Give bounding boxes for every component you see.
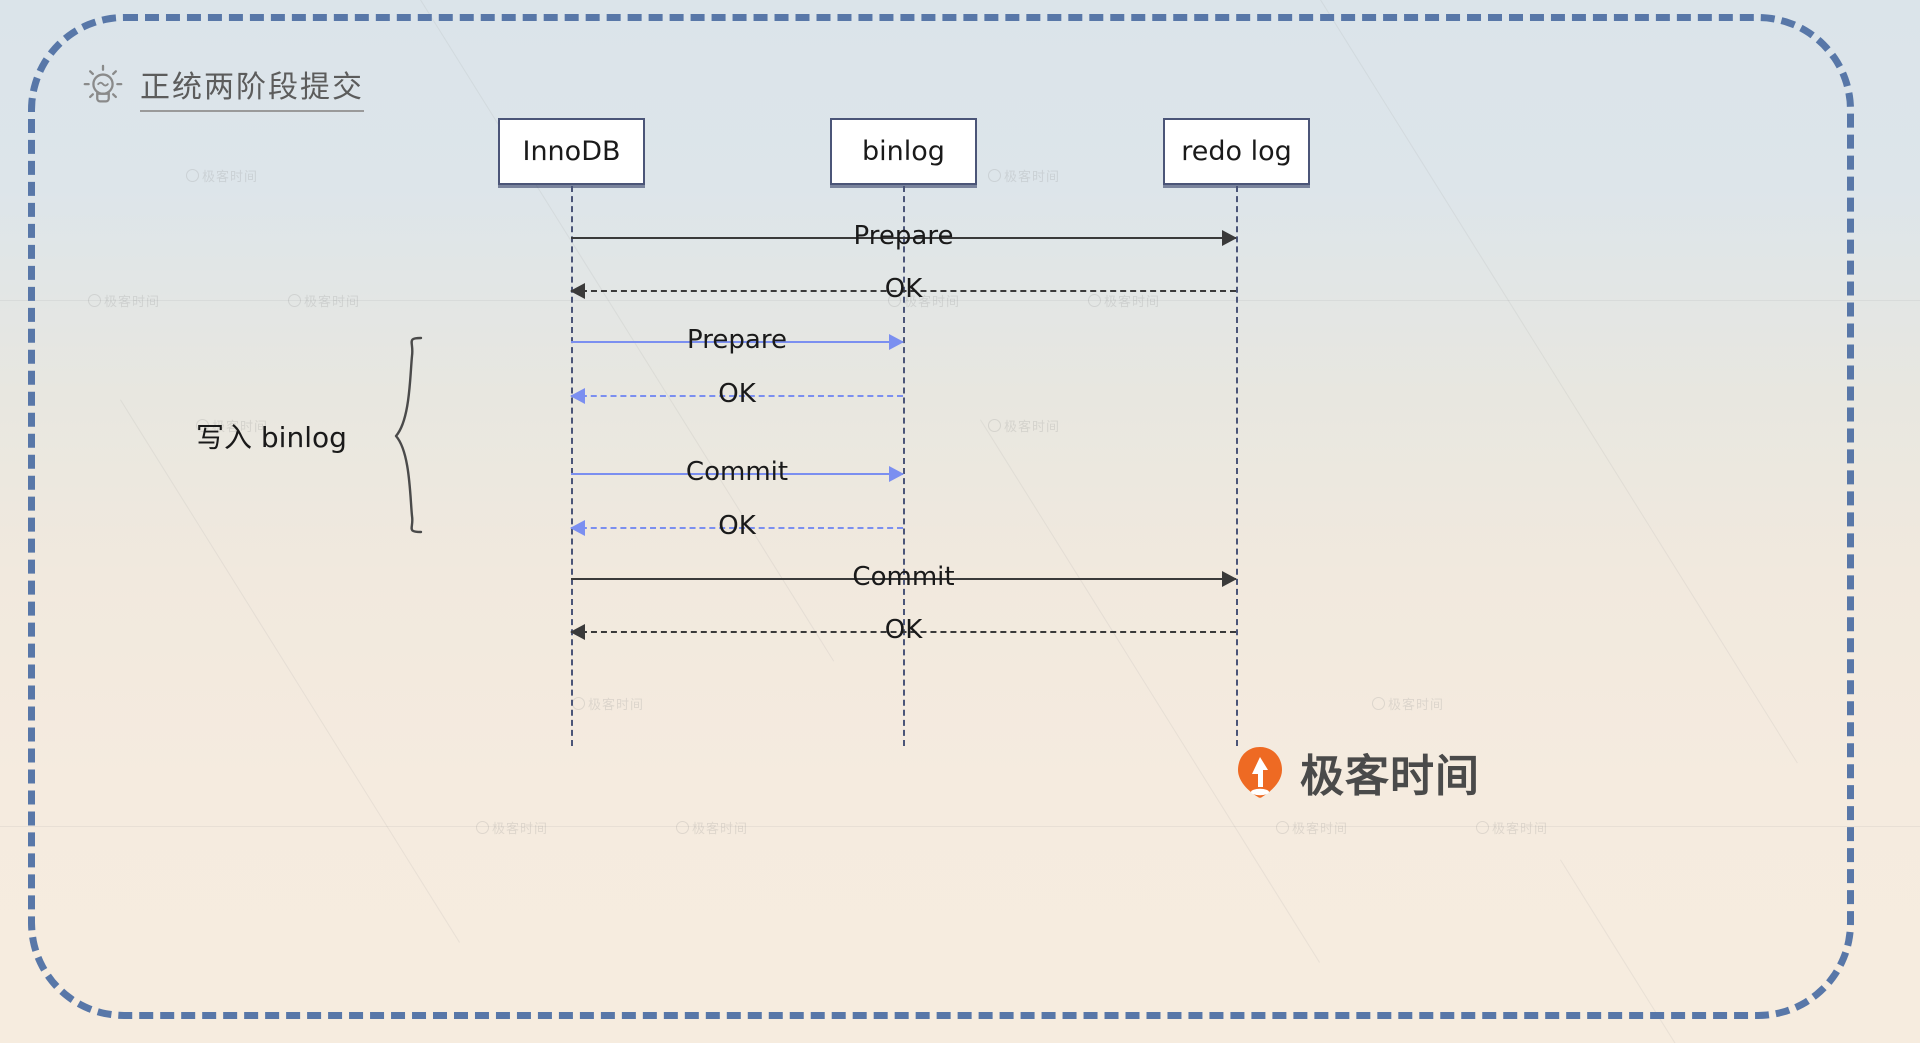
message-label: Prepare [853, 221, 954, 251]
message-line [571, 341, 903, 343]
message-label: OK [884, 615, 923, 645]
arrowhead-left [570, 283, 585, 299]
background-hairline [1560, 859, 1720, 1043]
lightbulb-icon [83, 64, 123, 103]
watermark: 极客时间 [88, 291, 160, 310]
watermark-dot-icon [288, 294, 301, 307]
header: 正统两阶段提交 [80, 62, 364, 112]
participant-label: InnoDB [522, 136, 621, 167]
message-label: Commit [852, 562, 955, 592]
watermark: 极客时间 [988, 166, 1060, 185]
watermark-text: 极客时间 [202, 169, 259, 184]
message-label: Prepare [687, 325, 787, 355]
message-line [571, 578, 1236, 580]
message-line [571, 527, 903, 529]
watermark-dot-icon [988, 419, 1001, 432]
geektime-logo-text: 极客时间 [1300, 751, 1480, 802]
background-hairline [1320, 0, 1798, 764]
geektime-logo-icon [1238, 747, 1282, 798]
message-label: Commit [685, 457, 789, 487]
lifeline-innodb [571, 186, 573, 746]
message-7-commit: Commit [571, 562, 1237, 592]
annotation-label: 写入 binlog [196, 421, 347, 454]
participant-box-binlog[interactable]: binlog [830, 118, 977, 185]
watermark-text: 极客时间 [1492, 821, 1549, 836]
watermark-dot-icon [186, 169, 199, 182]
message-3-prepare: Prepare [571, 325, 904, 355]
message-line [571, 631, 1236, 633]
watermark-text: 极客时间 [1388, 697, 1445, 712]
arrowhead-left [570, 388, 585, 404]
participant-box-innodb[interactable]: InnoDB [498, 118, 645, 185]
watermark-dot-icon [1276, 821, 1289, 834]
lifeline-binlog [903, 186, 905, 746]
lifeline-redolog [1236, 186, 1238, 746]
message-line [571, 395, 903, 397]
message-8-ok: OK [570, 615, 1236, 645]
watermark-dot-icon [476, 821, 489, 834]
arrowhead-left [570, 520, 585, 536]
arrowhead-right [889, 466, 904, 482]
watermark-text: 极客时间 [492, 821, 549, 836]
geektime-logo: 极客时间 [1232, 740, 1480, 804]
watermark: 极客时间 [1088, 291, 1160, 310]
message-5-commit: Commit [571, 457, 904, 487]
participant-box-redolog[interactable]: redo log [1163, 118, 1310, 185]
arrowhead-right [889, 334, 904, 350]
background-hairline [0, 826, 1920, 827]
watermark-text: 极客时间 [1104, 294, 1161, 309]
arrowhead-right [1222, 571, 1237, 587]
watermark-dot-icon [988, 169, 1001, 182]
watermark: 极客时间 [186, 166, 258, 185]
arrowhead-right [1222, 230, 1237, 246]
watermark-dot-icon [1088, 294, 1101, 307]
page-title: 正统两阶段提交 [140, 62, 364, 112]
watermark-text: 极客时间 [1004, 169, 1061, 184]
watermark-text: 极客时间 [692, 821, 749, 836]
watermark-dot-icon [676, 821, 689, 834]
watermark: 极客时间 [1372, 694, 1444, 713]
message-line [571, 237, 1236, 239]
message-label: OK [884, 274, 923, 304]
watermark: 极客时间 [1276, 818, 1348, 837]
message-label: OK [718, 511, 756, 541]
watermark-dot-icon [1476, 821, 1489, 834]
watermark: 极客时间 [988, 416, 1060, 435]
background-hairline [0, 300, 1920, 301]
watermark: 极客时间 [572, 694, 644, 713]
message-label: OK [718, 379, 756, 409]
participant-label: redo log [1181, 136, 1292, 167]
background-hairline [980, 419, 1320, 963]
watermark-text: 极客时间 [1004, 419, 1061, 434]
participant-label: binlog [862, 136, 945, 167]
watermark-text: 极客时间 [588, 697, 645, 712]
message-2-ok: OK [570, 274, 1236, 304]
watermark-dot-icon [1372, 697, 1385, 710]
watermark-text: 极客时间 [1292, 821, 1349, 836]
watermark: 极客时间 [676, 818, 748, 837]
message-6-ok: OK [570, 511, 903, 541]
watermark-dot-icon [88, 294, 101, 307]
watermark-dot-icon [572, 697, 585, 710]
watermark-text: 极客时间 [104, 294, 161, 309]
watermark-text: 极客时间 [304, 294, 361, 309]
message-line [571, 290, 1236, 292]
watermark: 极客时间 [476, 818, 548, 837]
message-1-prepare: Prepare [571, 221, 1237, 251]
message-line [571, 473, 903, 475]
watermark: 极客时间 [288, 291, 360, 310]
arrowhead-left [570, 624, 585, 640]
brace-icon [394, 336, 423, 534]
watermark: 极客时间 [1476, 818, 1548, 837]
message-4-ok: OK [570, 379, 903, 409]
